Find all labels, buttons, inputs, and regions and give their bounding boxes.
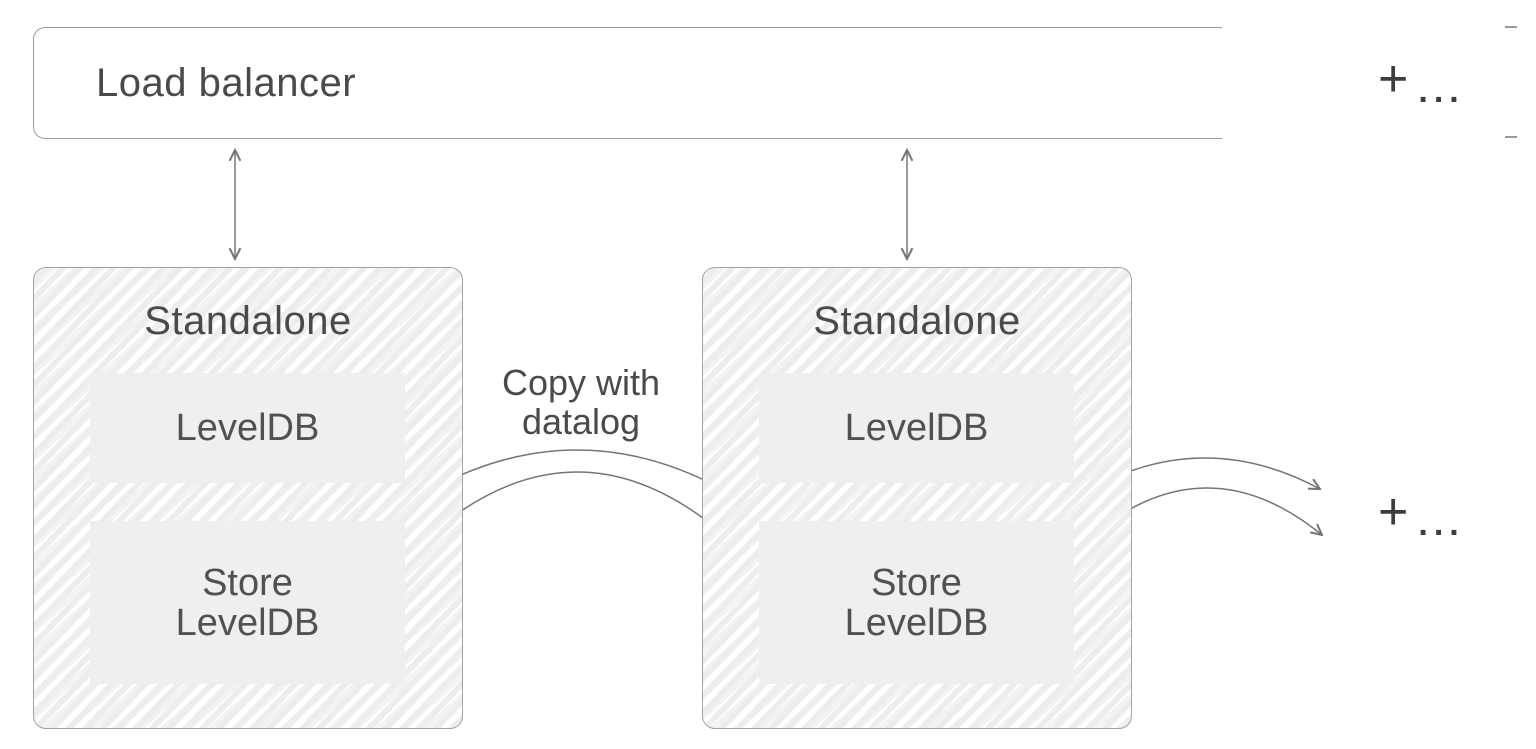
more-standalones-indicator: + ... bbox=[1378, 483, 1465, 541]
standalone-right-leveldb-box: LevelDB bbox=[759, 373, 1074, 483]
copy-arc-lower bbox=[432, 471, 722, 533]
ellipsis-icon: ... bbox=[1418, 72, 1465, 110]
copy-arc-upper bbox=[432, 449, 722, 489]
standalone-left-store-box: Store LevelDB bbox=[90, 521, 405, 684]
store-label-line1: Store bbox=[871, 561, 962, 604]
plus-icon: + bbox=[1378, 483, 1409, 541]
copy-with-datalog-label: Copy with datalog bbox=[431, 363, 731, 441]
offscreen-box-bottom-edge bbox=[1505, 136, 1517, 138]
store-label-line1: Store bbox=[202, 561, 293, 604]
leveldb-label: LevelDB bbox=[175, 407, 320, 449]
leveldb-label: LevelDB bbox=[844, 407, 989, 449]
load-balancer-box: Load balancer bbox=[33, 27, 1222, 139]
plus-icon: + bbox=[1378, 50, 1409, 108]
store-label-line2: LevelDB bbox=[844, 601, 989, 644]
standalone-left-box: Standalone LevelDB Store LevelDB bbox=[33, 267, 463, 729]
store-label-line2: LevelDB bbox=[175, 601, 320, 644]
load-balancer-label: Load balancer bbox=[96, 60, 357, 105]
offscreen-box-top-edge bbox=[1505, 26, 1517, 28]
more-load-balancers-indicator: + ... bbox=[1378, 50, 1465, 108]
copy-label-line2: datalog bbox=[521, 401, 641, 442]
standalone-right-title: Standalone bbox=[813, 299, 1021, 343]
ellipsis-icon: ... bbox=[1418, 505, 1465, 543]
copy-label-line1: Copy with bbox=[501, 362, 661, 403]
standalone-right-box: Standalone LevelDB Store LevelDB bbox=[702, 267, 1132, 729]
standalone-left-title: Standalone bbox=[144, 299, 352, 343]
standalone-left-leveldb-box: LevelDB bbox=[90, 373, 405, 483]
standalone-right-store-box: Store LevelDB bbox=[759, 521, 1074, 684]
